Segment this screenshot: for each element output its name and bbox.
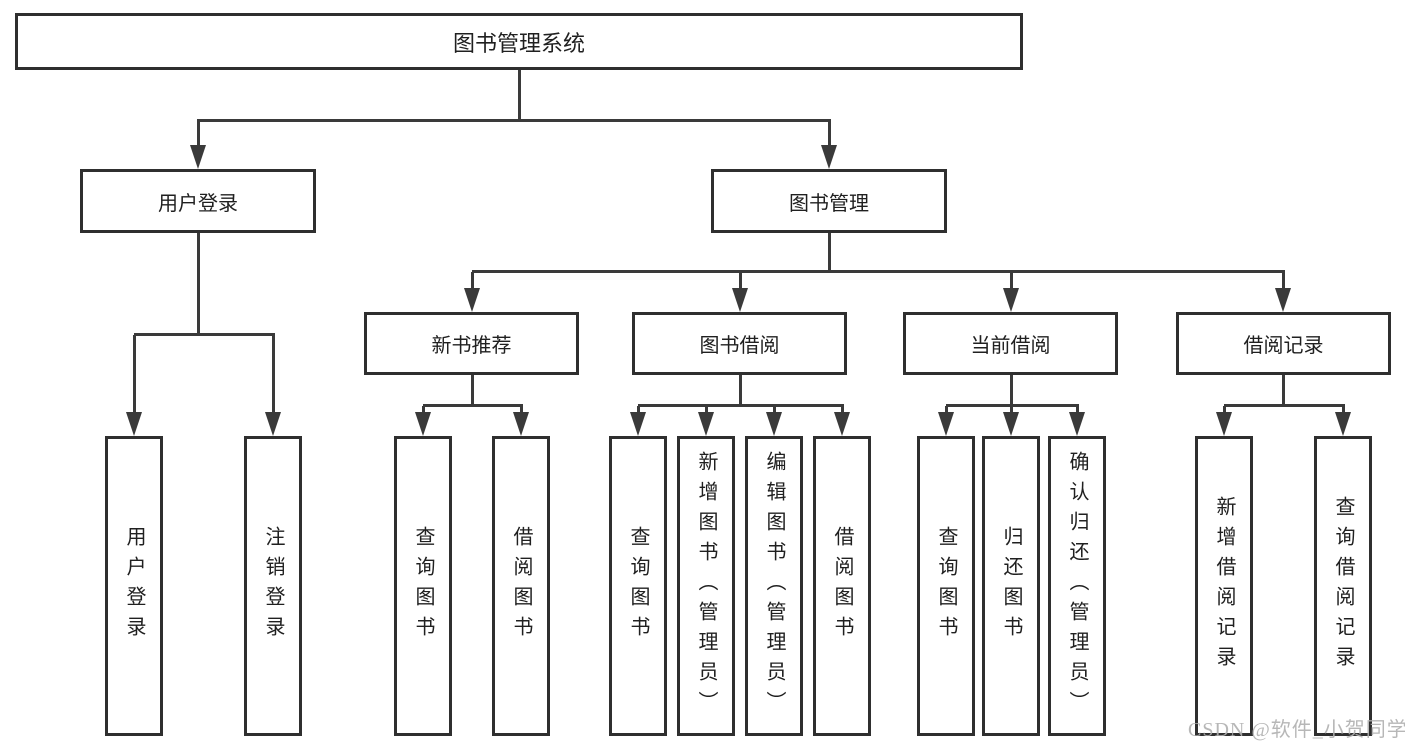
leaf-return-books: 归还图书: [982, 436, 1040, 736]
connector-line-v: [422, 406, 425, 416]
arrowhead-down: [464, 288, 480, 312]
connector-line-v: [841, 406, 844, 416]
connector-line-v: [637, 406, 640, 416]
connector-line-v: [1223, 406, 1226, 416]
connector-line-v: [828, 233, 831, 273]
leaf-add-books-admin: 新增图书（管理员）: [677, 436, 735, 736]
node-label: 图书借阅: [699, 335, 780, 357]
connector-line-v: [471, 272, 474, 290]
arrowhead-down: [698, 412, 714, 436]
connector-line-v: [197, 119, 200, 149]
node-label: 新增借阅记录: [1213, 496, 1235, 676]
node-label: 用户登录: [123, 526, 145, 646]
connector-line-v: [518, 70, 521, 121]
connector-line-v: [1282, 375, 1285, 407]
connector-line-v: [1010, 375, 1013, 407]
node-label: 图书管理系统: [452, 30, 585, 56]
connector-line-v: [945, 406, 948, 416]
node-label: 查询图书: [627, 526, 649, 646]
arrowhead-down: [1069, 412, 1085, 436]
node-label: 确认归还（管理员）: [1066, 451, 1088, 721]
connector-line-v: [1010, 406, 1013, 416]
connector-line-v: [739, 272, 742, 290]
connector-line-v: [705, 406, 708, 416]
node-label: 编辑图书（管理员）: [763, 451, 785, 721]
arrowhead-down: [938, 412, 954, 436]
node-label: 新增图书（管理员）: [695, 451, 717, 721]
connector-line-h: [946, 404, 1079, 407]
leaf-borrow-books-recommend: 借阅图书: [492, 436, 550, 736]
connector-line-v: [1282, 272, 1285, 290]
node-label: 归还图书: [1000, 526, 1022, 646]
leaf-query-books-current: 查询图书: [917, 436, 975, 736]
node-label: 查询图书: [935, 526, 957, 646]
connector-line-v: [133, 335, 136, 415]
arrowhead-down: [834, 412, 850, 436]
connector-line-v: [520, 406, 523, 416]
connector-line-v: [197, 233, 200, 336]
leaf-query-books-recommend: 查询图书: [394, 436, 452, 736]
connector-line-v: [739, 375, 742, 407]
leaf-query-books-borrowing: 查询图书: [609, 436, 667, 736]
leaf-logout: 注销登录: [244, 436, 302, 736]
connector-line-v: [471, 375, 474, 407]
leaf-confirm-return-admin: 确认归还（管理员）: [1048, 436, 1106, 736]
arrowhead-down: [265, 412, 281, 436]
leaf-query-borrow-record: 查询借阅记录: [1314, 436, 1372, 736]
node-borrowing-records: 借阅记录: [1176, 312, 1391, 375]
leaf-user-login: 用户登录: [105, 436, 163, 736]
leaf-edit-books-admin: 编辑图书（管理员）: [745, 436, 803, 736]
node-book-management: 图书管理: [711, 169, 947, 233]
node-label: 查询借阅记录: [1332, 496, 1354, 676]
connector-line-h: [198, 119, 831, 122]
arrowhead-down: [821, 145, 837, 169]
connector-line-h: [1224, 404, 1345, 407]
arrowhead-down: [1335, 412, 1351, 436]
arrowhead-down: [415, 412, 431, 436]
arrowhead-down: [630, 412, 646, 436]
node-label: 查询图书: [412, 526, 434, 646]
node-label: 用户登录: [158, 192, 238, 215]
arrowhead-down: [1003, 412, 1019, 436]
node-label: 借阅图书: [510, 526, 532, 646]
node-label: 图书管理: [789, 192, 869, 215]
node-new-book-recommend: 新书推荐: [364, 312, 579, 375]
node-library-management-system: 图书管理系统: [15, 13, 1023, 70]
leaf-borrow-books: 借阅图书: [813, 436, 871, 736]
connector-line-v: [828, 119, 831, 149]
arrowhead-down: [1003, 288, 1019, 312]
connector-line-v: [1076, 406, 1079, 416]
connector-line-v: [1010, 272, 1013, 290]
node-label: 新书推荐: [431, 335, 512, 357]
arrowhead-down: [513, 412, 529, 436]
connector-line-v: [1342, 406, 1345, 416]
connector-line-h: [638, 404, 844, 407]
arrowhead-down: [766, 412, 782, 436]
node-book-borrowing: 图书借阅: [632, 312, 847, 375]
watermark: CSDN @软件_小贺同学: [1188, 719, 1405, 741]
node-user-login: 用户登录: [80, 169, 316, 233]
node-current-borrowing: 当前借阅: [903, 312, 1118, 375]
arrowhead-down: [126, 412, 142, 436]
leaf-add-borrow-record: 新增借阅记录: [1195, 436, 1253, 736]
arrowhead-down: [732, 288, 748, 312]
node-label: 当前借阅: [970, 335, 1051, 357]
connector-line-h: [472, 270, 1285, 273]
node-label: 借阅图书: [831, 526, 853, 646]
node-label: 借阅记录: [1243, 335, 1324, 357]
connector-line-h: [134, 333, 275, 336]
connector-line-h: [423, 404, 523, 407]
connector-line-v: [272, 335, 275, 415]
arrowhead-down: [1275, 288, 1291, 312]
arrowhead-down: [190, 145, 206, 169]
connector-line-v: [773, 406, 776, 416]
arrowhead-down: [1216, 412, 1232, 436]
node-label: 注销登录: [262, 526, 284, 646]
